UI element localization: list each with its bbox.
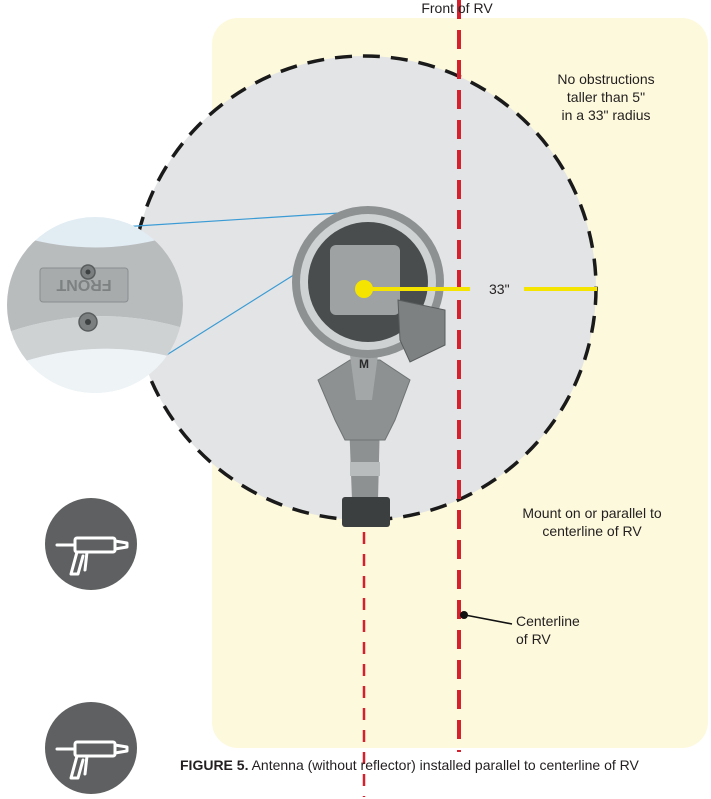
figure-caption: FIGURE 5. Antenna (without reflector) in… xyxy=(180,756,639,774)
radius-label: 33" xyxy=(489,281,510,297)
obstruction-note-line-3: in a 33" radius xyxy=(561,107,651,123)
svg-text:M: M xyxy=(359,357,369,371)
centerline-note: Centerline of RV xyxy=(516,612,580,648)
front-of-rv-label: Front of RV xyxy=(421,0,493,16)
obstruction-note-line-1: No obstructions xyxy=(557,71,655,87)
mount-note-line-2: centerline of RV xyxy=(542,523,642,539)
antenna-center-point xyxy=(355,280,373,298)
obstruction-note-line-2: taller than 5" xyxy=(566,89,646,105)
centerline-leader xyxy=(464,614,513,625)
mount-note: Mount on or parallel to centerline of RV xyxy=(502,504,682,540)
centerline-leader-dot xyxy=(460,611,468,619)
figure-caption-number: FIGURE 5. xyxy=(180,757,249,773)
centerline-note-line-2: of RV xyxy=(516,631,551,647)
inset-front-marking-closeup: FRONT xyxy=(7,217,183,393)
mount-note-line-1: Mount on or parallel to xyxy=(522,505,662,521)
figure-caption-text: Antenna (without reflector) installed pa… xyxy=(248,757,639,773)
inset-front-text: FRONT xyxy=(56,276,111,293)
caulk-gun-icon xyxy=(45,498,137,590)
obstruction-note: No obstructions taller than 5" in a 33" … xyxy=(531,70,681,124)
caulk-gun-icon-2 xyxy=(45,702,137,794)
centerline-note-line-1: Centerline xyxy=(516,613,580,629)
